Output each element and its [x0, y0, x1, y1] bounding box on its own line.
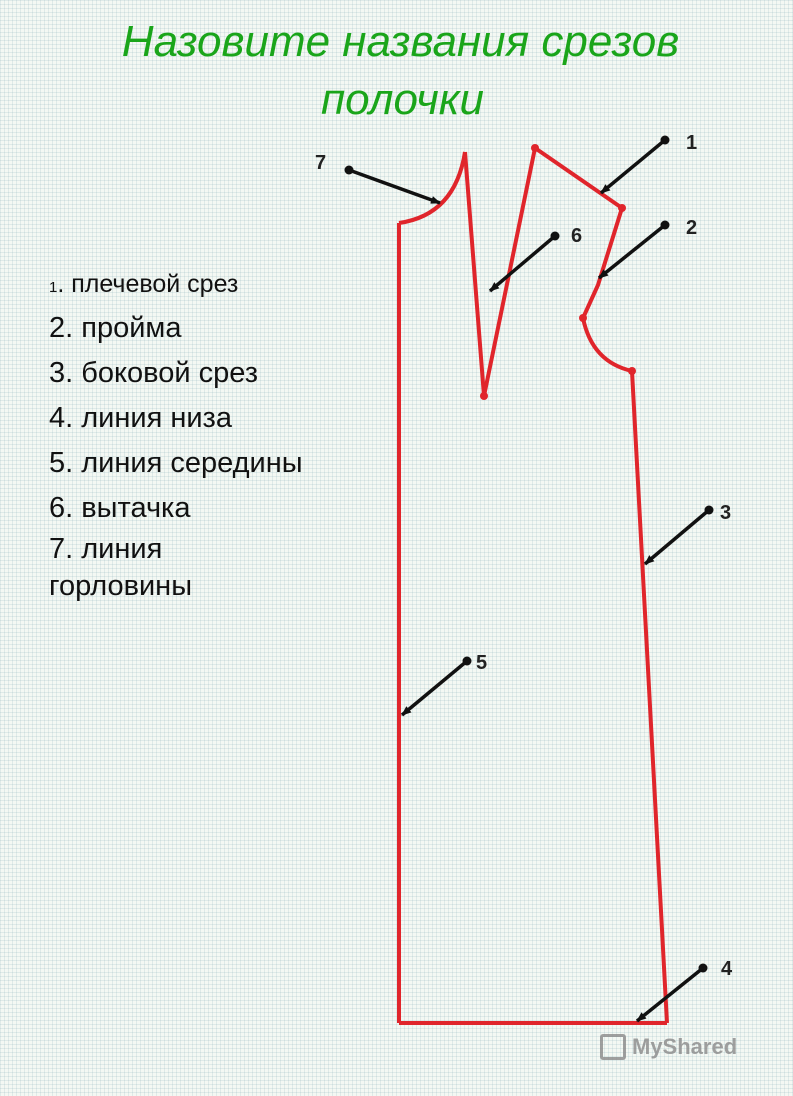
legend-item-7: 7. линия горловины [49, 531, 199, 605]
side-seam [630, 370, 669, 1024]
pointer-arrow-5 [400, 656, 472, 717]
pattern-vertices [480, 144, 636, 400]
pointer-label-1: 1 [686, 132, 697, 154]
legend-list: 1. плечевой срез 2. пройма 3. боковой ср… [49, 266, 303, 605]
pointer-arrow-7 [344, 165, 441, 205]
pointer-label-5: 5 [476, 652, 487, 674]
pointer-label-6: 6 [571, 225, 582, 247]
legend-item-2: 2. пройма [49, 312, 182, 344]
pointer-arrow-6 [488, 231, 560, 293]
pointer-arrow-2 [597, 220, 670, 280]
legend-item-4: 4. линия низа [49, 402, 232, 434]
legend-item-6: 6. вытачка [49, 492, 191, 524]
pointer-label-3: 3 [720, 502, 731, 524]
legend-item-3: 3. боковой срез [49, 357, 259, 389]
watermark-text: MyShared [632, 1034, 738, 1059]
pointer-arrow-3 [643, 505, 714, 566]
pointer-label-7: 7 [315, 152, 326, 174]
armhole-upper [581, 207, 624, 319]
legend-item-1-text: . плечевой срез [57, 270, 239, 298]
pointer-label-4: 4 [721, 958, 733, 980]
legend-item-7-text: 7. линия горловины [49, 533, 193, 602]
bodice-outline [397, 146, 669, 1025]
legend-item-1: 1. плечевой срез [49, 266, 303, 306]
neckline-curve [398, 151, 467, 225]
legend-item-5: 5. линия середины [49, 447, 303, 479]
dart-right-leg [482, 147, 537, 397]
page-title-line-2: полочки [320, 75, 485, 124]
page-title-line-1: Назовите названия срезов [121, 17, 680, 66]
pointer-label-2: 2 [686, 217, 697, 239]
dart-left-leg [463, 151, 486, 397]
pointer-arrow-1 [599, 135, 670, 195]
legend-item-1-number: 1 [49, 279, 58, 296]
watermark: MyShared [600, 1034, 737, 1060]
armhole-curve [581, 317, 633, 373]
pointer-arrow-4 [635, 963, 708, 1023]
shoulder-seam [533, 146, 624, 210]
watermark-logo-icon [600, 1034, 626, 1060]
